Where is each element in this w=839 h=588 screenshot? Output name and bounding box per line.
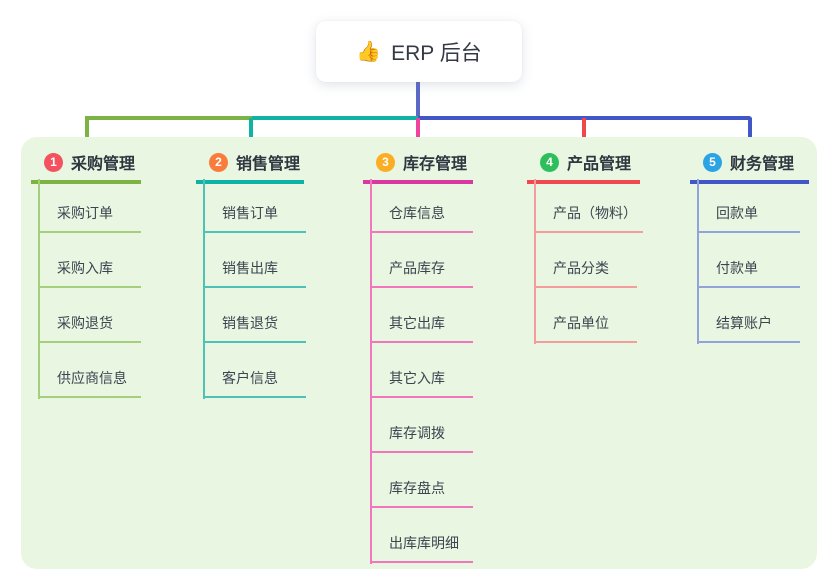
branch-number-badge: 2 [209,152,228,172]
branch-number-badge: 5 [703,152,722,172]
connector-line-left [85,116,252,120]
branch-header[interactable]: 5 财务管理 [690,148,809,184]
mindmap-node-item[interactable]: 销售订单 [203,203,306,233]
mindmap-node-item[interactable]: 采购退货 [38,313,141,343]
branch-drop-line [249,118,253,148]
mindmap-node-item[interactable]: 其它入库 [370,368,473,398]
branch-drop-line [582,118,586,148]
mindmap-node-item[interactable]: 产品库存 [370,258,473,288]
branch-header[interactable]: 1 采购管理 [31,148,141,184]
mindmap-node-item[interactable]: 结算账户 [697,313,800,343]
mindmap-node-item[interactable]: 采购入库 [38,258,141,288]
branch-drop-line [748,118,752,148]
branch-spine-line [697,179,699,344]
mindmap-node-item[interactable]: 其它出库 [370,313,473,343]
branch-header[interactable]: 4 产品管理 [527,148,640,184]
mindmap-node-item[interactable]: 销售出库 [203,258,306,288]
mindmap-node-item[interactable]: 产品分类 [534,258,637,288]
branch-spine-line [203,179,205,399]
branch-title: 产品管理 [567,156,632,173]
branch-spine-line [534,179,536,344]
mindmap-node-item[interactable]: 回款单 [697,203,800,233]
branch-number-badge: 3 [376,152,395,172]
connector-line-mid [252,116,418,120]
branch-title: 库存管理 [403,156,468,173]
mindmap-node-item[interactable]: 库存调拨 [370,423,473,453]
mindmap-root-node[interactable]: 👍 ERP 后台 [316,21,522,82]
branches-panel [21,137,817,569]
branch-spine-line [370,179,372,564]
branch-header[interactable]: 3 库存管理 [363,148,473,184]
mindmap-node-item[interactable]: 销售退货 [203,313,306,343]
mindmap-node-item[interactable]: 仓库信息 [370,203,473,233]
branch-title: 财务管理 [730,156,795,173]
branch-header[interactable]: 2 销售管理 [196,148,304,184]
mindmap-node-item[interactable]: 产品（物料） [534,203,643,233]
branch-number-badge: 4 [540,152,559,172]
mindmap-node-item[interactable]: 付款单 [697,258,800,288]
branch-number-badge: 1 [44,152,63,172]
branch-drop-line [416,118,420,148]
mindmap-node-item[interactable]: 客户信息 [203,368,306,398]
branch-drop-line [85,118,89,148]
branch-title: 销售管理 [236,156,301,173]
mindmap-node-item[interactable]: 供应商信息 [38,368,141,398]
branch-title: 采购管理 [71,156,136,173]
thumbs-up-icon: 👍 [356,40,382,63]
mindmap-node-item[interactable]: 出库库明细 [370,533,473,563]
mindmap-node-item[interactable]: 产品单位 [534,313,637,343]
branch-spine-line [38,179,40,399]
root-title: ERP 后台 [391,41,482,65]
mindmap-node-item[interactable]: 库存盘点 [370,478,473,508]
mindmap-node-item[interactable]: 采购订单 [38,203,141,233]
root-connector-line [416,82,420,116]
